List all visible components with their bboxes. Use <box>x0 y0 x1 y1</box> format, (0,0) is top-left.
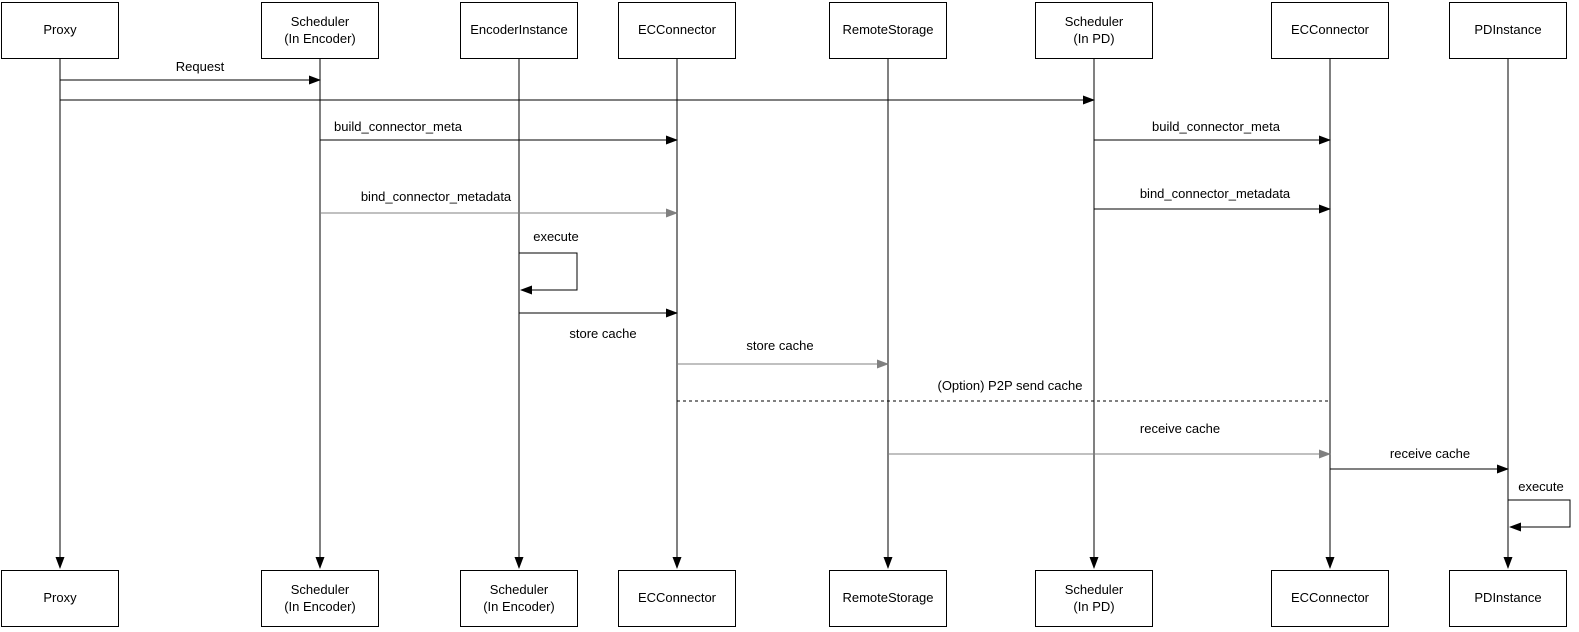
participant-box-top-ec-connector-2: ECConnector <box>1271 2 1389 59</box>
participant-box-top-encoder-instance: EncoderInstance <box>460 2 578 59</box>
participant-box-bottom-remote-storage: RemoteStorage <box>829 570 947 627</box>
message-label-receive-cache-to-pd: receive cache <box>1390 446 1470 461</box>
message-label-build-connector-meta-encoder: build_connector_meta <box>334 119 463 134</box>
participant-box-bottom-proxy: Proxy <box>1 570 119 627</box>
message-label-option-p2p-send-cache: (Option) P2P send cache <box>937 378 1082 393</box>
participant-box-top-proxy: Proxy <box>1 2 119 59</box>
message-label-store-cache-to-remote: store cache <box>746 338 813 353</box>
message-label-bind-connector-metadata-encoder: bind_connector_metadata <box>361 189 512 204</box>
message-label-execute-encoder: execute <box>533 229 579 244</box>
participant-box-top-scheduler-encoder: Scheduler (In Encoder) <box>261 2 379 59</box>
message-label-bind-connector-metadata-pd: bind_connector_metadata <box>1140 186 1291 201</box>
participant-box-bottom-ec-connector-2: ECConnector <box>1271 570 1389 627</box>
participant-box-bottom-scheduler-pd: Scheduler (In PD) <box>1035 570 1153 627</box>
participant-box-bottom-ec-connector-1: ECConnector <box>618 570 736 627</box>
self-message-execute-encoder <box>519 252 578 295</box>
participant-box-top-scheduler-pd: Scheduler (In PD) <box>1035 2 1153 59</box>
participant-box-top-pd-instance: PDInstance <box>1449 2 1567 59</box>
participant-box-bottom-scheduler-encoder: Scheduler (In Encoder) <box>261 570 379 627</box>
participant-box-bottom-pd-instance: PDInstance <box>1449 570 1567 627</box>
message-label-receive-cache-from-remote: receive cache <box>1140 421 1220 436</box>
participant-box-top-ec-connector-1: ECConnector <box>618 2 736 59</box>
message-label-execute-pd: execute <box>1518 479 1564 494</box>
message-label-store-cache-to-ec: store cache <box>569 326 636 341</box>
message-label-build-connector-meta-pd: build_connector_meta <box>1152 119 1281 134</box>
self-message-execute-pd <box>1508 499 1571 532</box>
message-label-request: Request <box>176 59 225 74</box>
participant-box-bottom-scheduler-encoder-2: Scheduler (In Encoder) <box>460 570 578 627</box>
participant-box-top-remote-storage: RemoteStorage <box>829 2 947 59</box>
